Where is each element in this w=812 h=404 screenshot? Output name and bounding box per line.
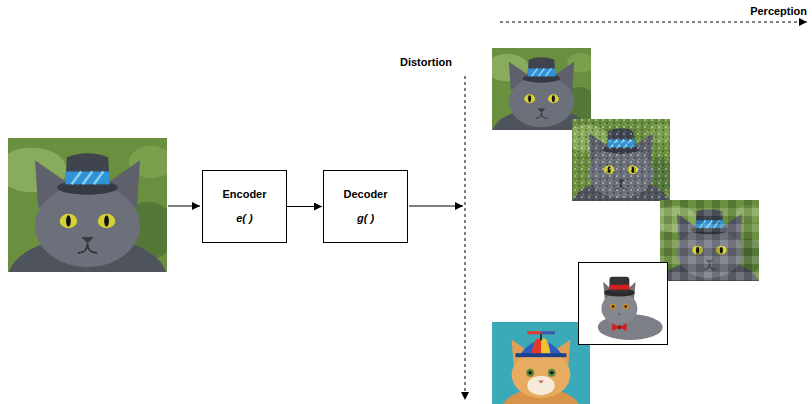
function-name: e( )	[236, 212, 253, 225]
input-arrow	[168, 206, 200, 207]
pixelated-output-image	[653, 200, 765, 310]
distortion-axis	[465, 76, 466, 400]
box-title: Decoder	[343, 188, 387, 201]
axis-label: Distortion	[400, 56, 452, 69]
flow-arrow	[287, 206, 322, 207]
axis-label: Perception	[750, 5, 807, 18]
input-image	[0, 138, 177, 320]
function-name: g( )	[357, 212, 374, 225]
box-title: Encoder	[222, 188, 266, 201]
output-arrow	[409, 206, 463, 207]
process-box: Encoder e( )	[202, 170, 287, 243]
noisy-output-image	[565, 119, 676, 230]
perception-axis	[500, 22, 807, 23]
output-image	[492, 322, 590, 404]
output-image	[578, 262, 668, 345]
process-box: Decoder g( )	[323, 170, 408, 243]
